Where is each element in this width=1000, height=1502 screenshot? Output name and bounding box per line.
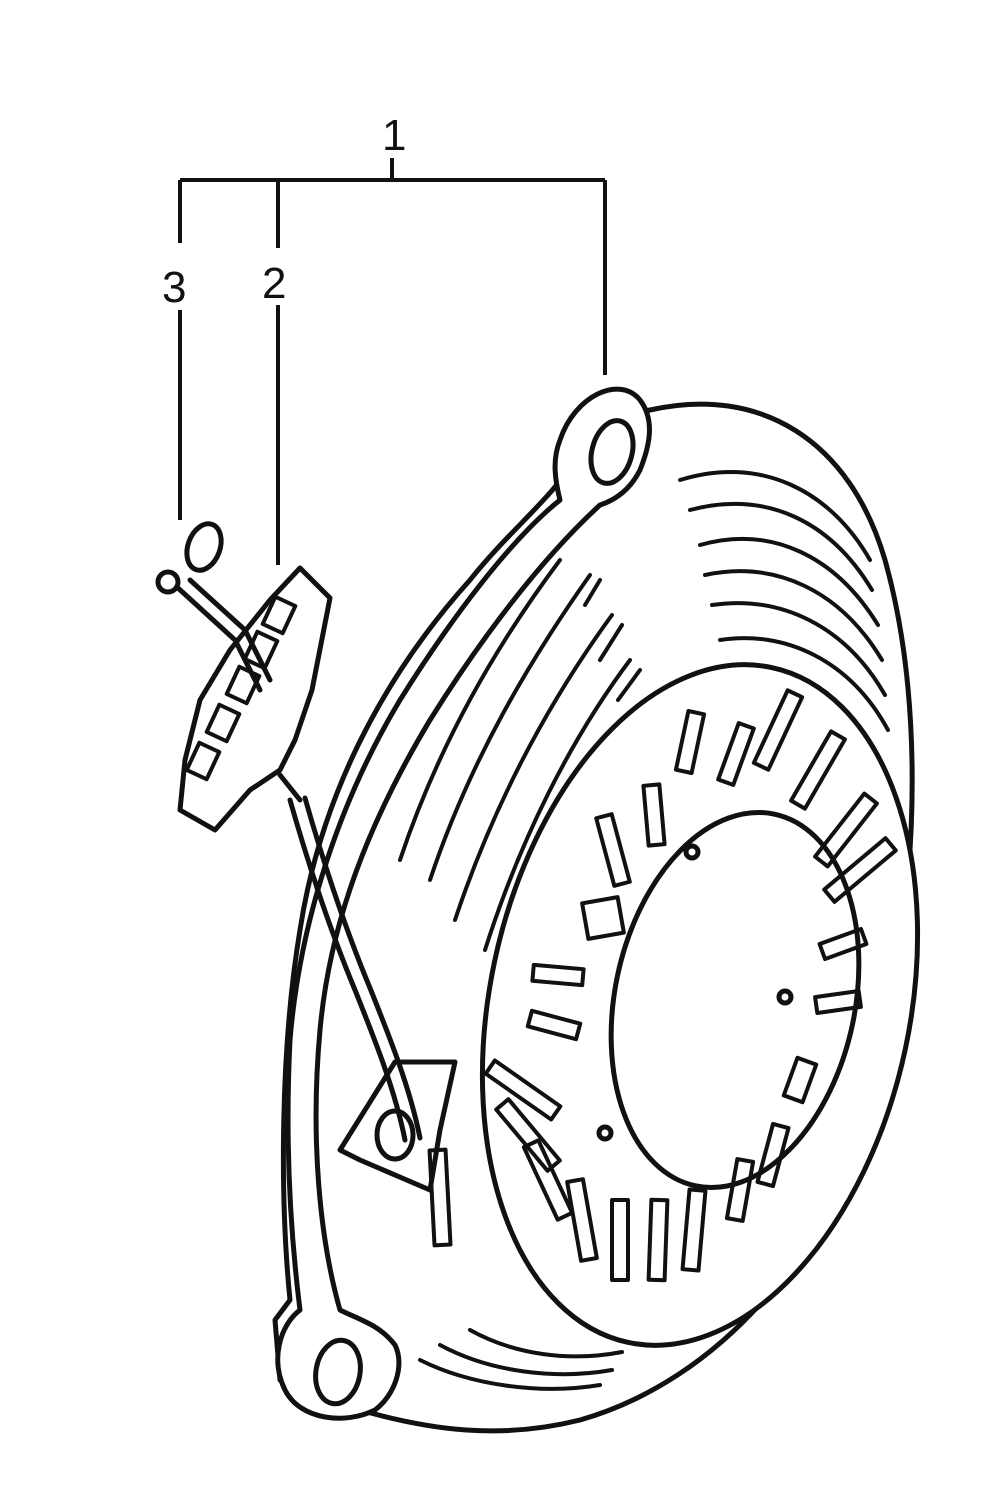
housing-bottom-ribs <box>418 1328 624 1391</box>
rope-guide-eyelet <box>374 1108 416 1162</box>
rope-knot-clip <box>155 521 273 693</box>
callout-group: 1 2 3 <box>162 111 607 565</box>
clip-end <box>155 569 181 595</box>
housing-side-ribs <box>398 558 642 952</box>
starter-housing <box>272 386 921 1434</box>
cover-vent-slots <box>483 688 898 1283</box>
hub-hole-1 <box>683 843 701 861</box>
mounting-hole-bottom <box>313 1337 363 1407</box>
starter-rope <box>287 795 423 1143</box>
starter-grip <box>177 565 333 833</box>
housing-back-ribs <box>678 470 890 732</box>
housing-front-flange <box>275 386 652 1421</box>
grip-handle-body <box>177 565 333 833</box>
mounting-hole-top <box>588 418 636 486</box>
clip-loop <box>184 521 224 573</box>
callout-label-2: 2 <box>262 259 286 308</box>
cover-hub <box>608 809 862 1191</box>
rope-guide-tab <box>427 1147 453 1248</box>
hub-hole-3 <box>596 1124 614 1142</box>
leader-lines <box>178 158 607 565</box>
callout-label-1: 1 <box>382 111 406 160</box>
hub-hole-2 <box>776 988 794 1006</box>
callout-label-3: 3 <box>162 263 186 312</box>
